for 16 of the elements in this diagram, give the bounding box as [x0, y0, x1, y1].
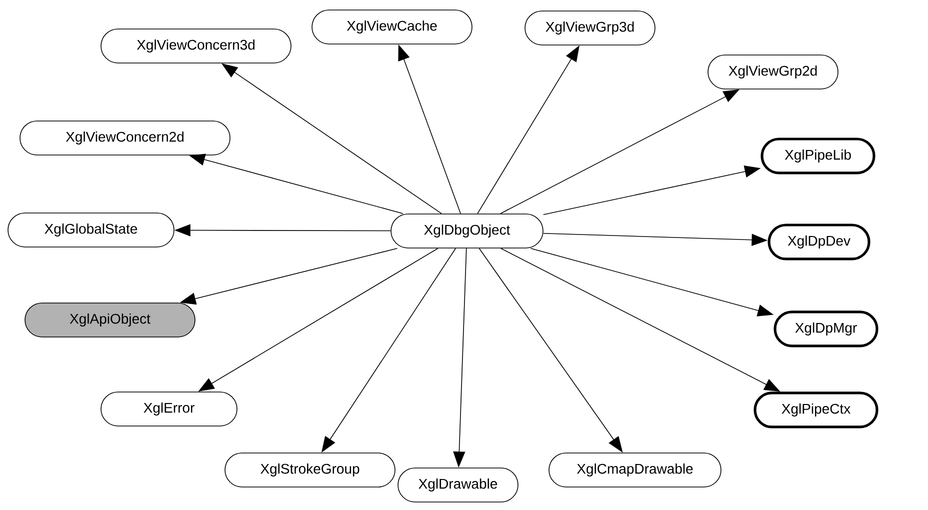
class-box: XglViewGrp3d	[524, 10, 656, 46]
class-box: XglApiObject	[24, 302, 196, 338]
class-box: XglError	[100, 392, 238, 426]
class-box: XglCmapDrawable	[548, 452, 722, 488]
class-box: XglDpMgr	[774, 310, 878, 348]
class-box: XglDrawable	[398, 468, 518, 502]
class-box: XglPipeLib	[760, 138, 876, 174]
class-box: XglPipeCtx	[754, 392, 878, 428]
class-box: XglViewGrp2d	[708, 54, 838, 90]
class-box: XglStrokeGroup	[224, 452, 396, 488]
class-box: XglDpDev	[768, 224, 870, 260]
class-box: XglViewConcern2d	[20, 120, 230, 156]
class-box: XglViewCache	[312, 10, 472, 44]
class-box: XglGlobalState	[8, 212, 174, 248]
class-box: XglViewConcern3d	[100, 28, 292, 64]
class-box: XglDbgObject	[390, 214, 544, 248]
